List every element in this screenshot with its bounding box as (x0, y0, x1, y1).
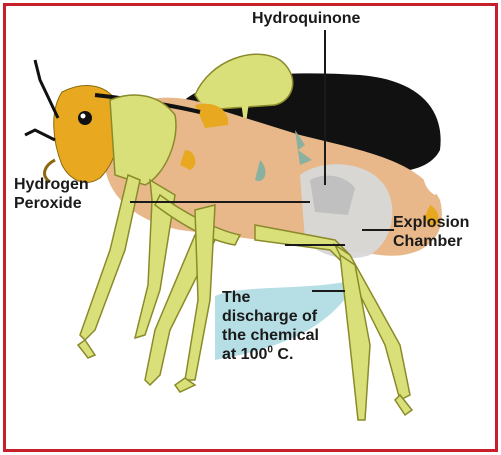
label-hydrogen-line2: Peroxide (14, 194, 89, 213)
label-discharge-line4: at 1000 C. (222, 345, 319, 364)
label-hydrogen-line1: Hydrogen (14, 175, 89, 194)
antenna (35, 60, 58, 118)
label-discharge: The discharge of the chemical at 1000 C. (222, 288, 319, 364)
label-hydroquinone: Hydroquinone (252, 9, 360, 28)
label-discharge-line2: discharge of (222, 307, 319, 326)
label-explosion-line1: Explosion (393, 213, 469, 232)
discharge-temperature: at 100 (222, 346, 267, 363)
label-hydrogen-peroxide: Hydrogen Peroxide (14, 175, 89, 213)
discharge-unit: C. (273, 346, 293, 363)
label-explosion-line2: Chamber (393, 232, 469, 251)
label-explosion-chamber: Explosion Chamber (393, 213, 469, 251)
label-discharge-line3: the chemical (222, 326, 319, 345)
label-discharge-line1: The (222, 288, 319, 307)
